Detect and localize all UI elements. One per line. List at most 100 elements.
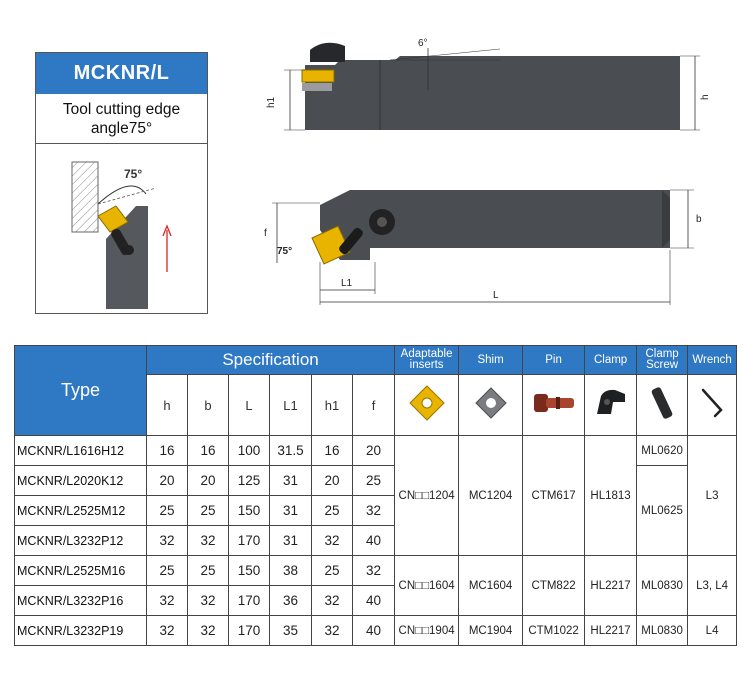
f-cell: 40 [351, 615, 396, 646]
h1-cell: 25 [311, 555, 353, 586]
wrench-cell-g19: L4 [687, 615, 738, 646]
top-angle-label: 6° [418, 38, 428, 49]
card-title: MCKNR/L [36, 53, 207, 94]
inserts-header: Adaptable inserts [394, 345, 460, 375]
shim-cell-g12: MC1204 [458, 435, 524, 556]
specification-header: Specification [145, 345, 396, 375]
type-cell: MCKNR/L2020K12 [14, 465, 147, 496]
shim-header: Shim [458, 345, 524, 375]
pin-icon [533, 393, 574, 412]
wrench-header: Wrench [687, 345, 738, 375]
h1-cell: 32 [311, 585, 353, 616]
L1-cell: 35 [269, 615, 312, 646]
screw-icon [651, 386, 673, 419]
cutting-angle-diagram: 75° [71, 161, 172, 309]
screw-cell-g12a: ML0620 [636, 435, 689, 466]
top-view-drawing: f 75° L1 L b [264, 189, 702, 305]
screw-header-line2: Screw [646, 359, 679, 371]
col-h1-header: h1 [311, 374, 353, 436]
h1-cell: 32 [311, 615, 353, 646]
shim-image-cell [458, 374, 524, 436]
card-angle-label: 75° [124, 167, 142, 181]
h-cell: 20 [146, 465, 188, 496]
pin-image-cell [522, 374, 586, 436]
clamp-top-screw [377, 217, 387, 227]
L-cell: 170 [228, 525, 270, 556]
wrench-cell-g12: L3 [687, 435, 738, 556]
L-label: L [493, 290, 499, 301]
L1-cell: 31 [269, 495, 312, 526]
card-subtitle-line2: angle75° [90, 119, 153, 137]
table-row: MCKNR/L2525M16 25 25 150 38 25 32 CN□□16… [14, 555, 738, 616]
clamp-cell-g12: HL1813 [584, 435, 638, 556]
pin-cell-g19: CTM1022 [522, 615, 586, 646]
type-cell: MCKNR/L3232P12 [14, 525, 147, 556]
pin-header: Pin [522, 345, 586, 375]
L-cell: 100 [228, 435, 270, 466]
L-cell: 150 [228, 555, 270, 586]
workpiece-hatch [71, 161, 99, 233]
wrench-cell-g16: L3, L4 [687, 555, 738, 616]
col-f-header: f [351, 374, 396, 436]
L-cell: 170 [228, 585, 270, 616]
clamp-cell-g19: HL2217 [584, 615, 638, 646]
col-h-header: h [146, 374, 188, 436]
f-label: f [264, 228, 267, 239]
b-cell: 25 [187, 555, 229, 586]
L-cell: 125 [228, 465, 270, 496]
L1-cell: 36 [269, 585, 312, 616]
table-row: MCKNR/L3232P12 32 32 170 31 32 40 [14, 525, 737, 556]
type-cell: MCKNR/L3232P16 [14, 585, 147, 616]
screw-header: Clamp Screw [636, 345, 689, 375]
L1-cell: 31 [269, 465, 312, 496]
h-cell: 25 [146, 555, 188, 586]
insert-side-icon [301, 69, 335, 83]
clamp-header: Clamp [584, 345, 638, 375]
h1-cell: 25 [311, 495, 353, 526]
angle-reference-line [97, 187, 157, 205]
table-row: MCKNR/L3232P19 32 32 170 35 32 40 CN□□19… [14, 615, 738, 646]
type-cell: MCKNR/L2525M12 [14, 495, 147, 526]
screw-cell-g16: ML0830 [636, 555, 689, 616]
shank-end [662, 190, 670, 248]
L1-cell: 38 [269, 555, 312, 586]
h-cell: 16 [146, 435, 188, 466]
feed-arrow-head [162, 224, 172, 237]
f-cell: 25 [351, 465, 396, 496]
screw-cell-g19: ML0830 [636, 615, 689, 646]
L1-cell: 31 [269, 525, 312, 556]
b-cell: 16 [187, 435, 229, 466]
b-cell: 32 [187, 525, 229, 556]
insert-icon [408, 384, 445, 421]
clamp-side-icon [310, 42, 345, 62]
L1-cell: 31.5 [269, 435, 312, 466]
table-row: MCKNR/L2020K12 20 20 125 31 20 25 ML0625 [14, 465, 737, 556]
table-row: MCKNR/L2525M12 25 25 150 31 25 32 [14, 495, 737, 526]
card-subtitle-line1: Tool cutting edge [62, 100, 181, 118]
clamp-cell-g16: HL2217 [584, 555, 638, 616]
L1-label: L1 [341, 278, 353, 289]
h1-cell: 20 [311, 465, 353, 496]
insert-cell-g19: CN□□1904 [394, 615, 460, 646]
screw-image-cell [636, 374, 689, 436]
insert-icon [97, 205, 129, 233]
wrench-image-cell [687, 374, 738, 436]
h-cell: 32 [146, 585, 188, 616]
f-cell: 32 [351, 555, 396, 586]
table-row: MCKNR/L1616H12 16 16 100 31.5 16 20 CN□□… [14, 435, 738, 556]
h-cell: 32 [146, 615, 188, 646]
insert-image-cell [394, 374, 460, 436]
table-row: MCKNR/L3232P16 32 32 170 36 32 40 [14, 585, 737, 616]
h-label: h [700, 94, 711, 100]
shim-cell-g16: MC1604 [458, 555, 524, 616]
angle-line-b [389, 48, 501, 61]
b-cell: 32 [187, 585, 229, 616]
b-cell: 20 [187, 465, 229, 496]
type-cell: MCKNR/L3232P19 [14, 615, 147, 646]
f-cell: 20 [351, 435, 396, 466]
h1-cell: 32 [311, 525, 353, 556]
angle-arc [97, 185, 147, 205]
screw-header-line1: Clamp [645, 348, 679, 360]
f-cell: 40 [351, 585, 396, 616]
h1-cell: 16 [311, 435, 353, 466]
